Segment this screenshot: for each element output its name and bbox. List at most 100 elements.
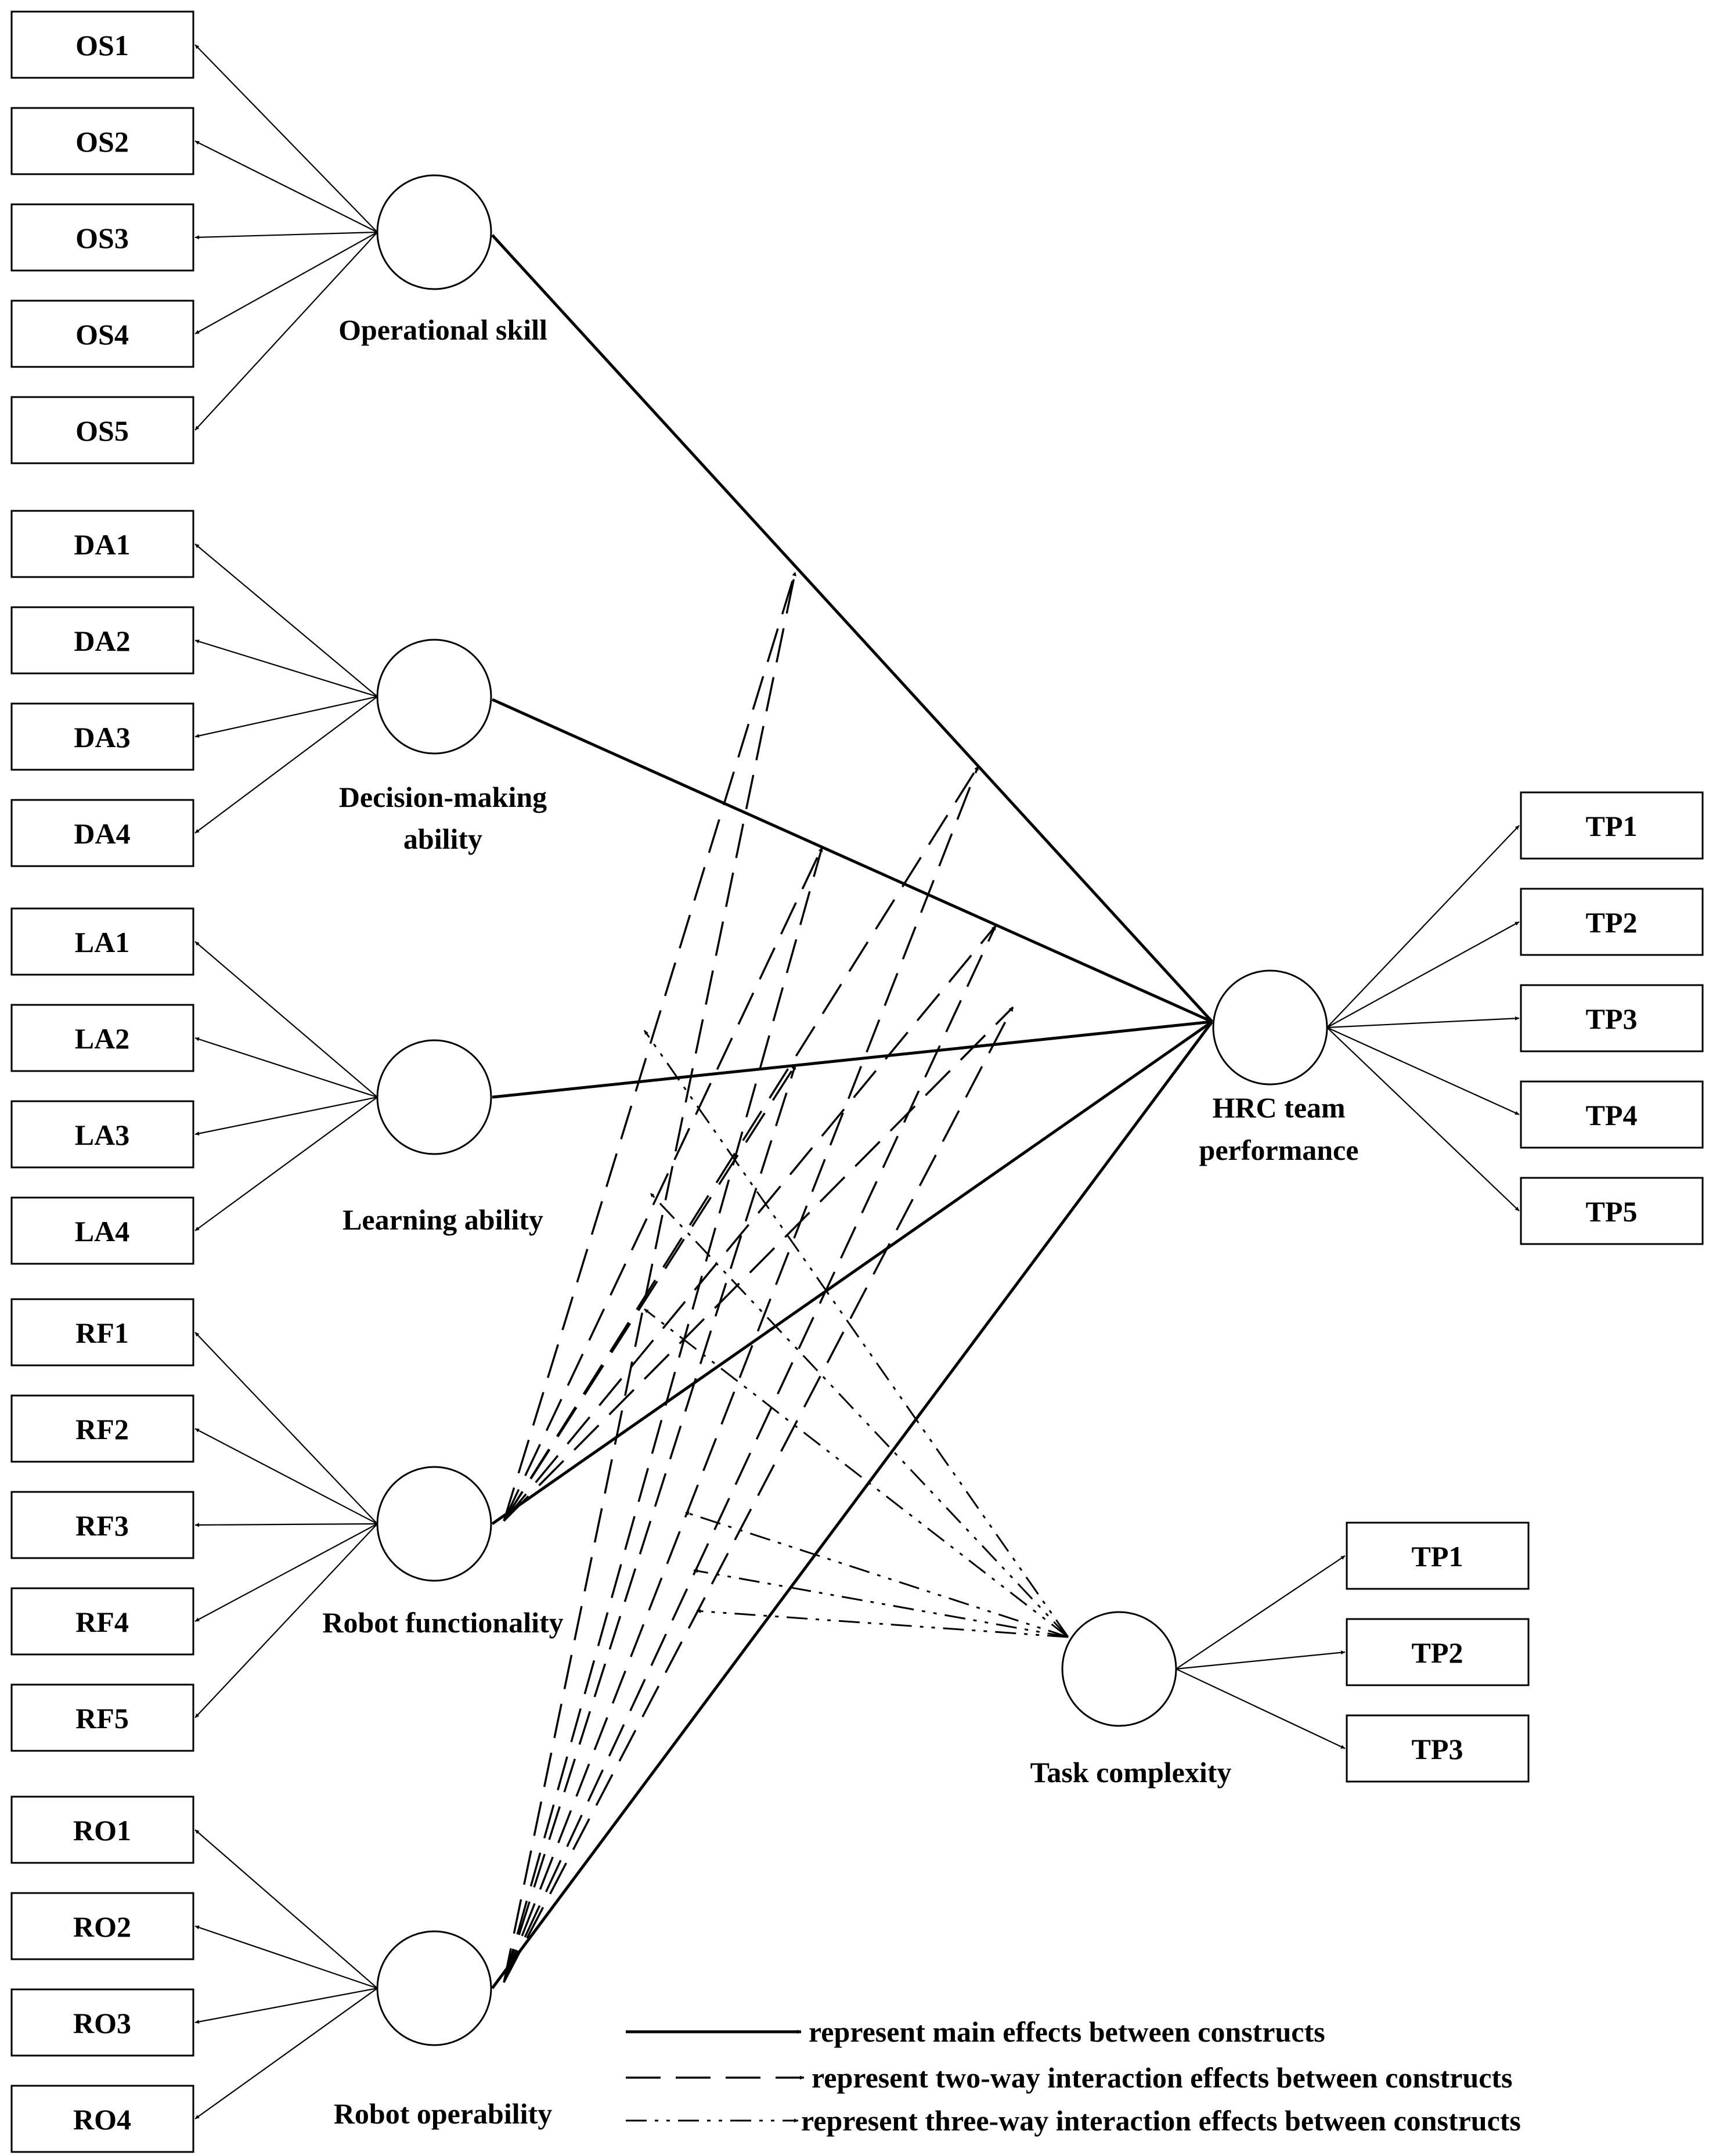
robot-functionality-indicators: RF1 RF2 RF3 RF4 RF5	[10, 1298, 194, 1752]
three-way-interaction-arrow	[644, 1308, 1069, 1638]
two-way-interaction-arrow	[503, 847, 823, 1983]
indicator-box: TP1	[1520, 791, 1704, 860]
decision-making-indicators: DA1 DA2 DA3 DA4	[10, 510, 194, 867]
construct-operational-skill: Operational skill	[338, 174, 547, 346]
indicator-box: RO4	[10, 2085, 194, 2153]
indicator-box: DA2	[10, 606, 194, 675]
construct-hrc-team-performance: HRC team performance	[1199, 969, 1358, 1166]
indicator-label: TP1	[1412, 1540, 1463, 1573]
two-way-interaction-arrow	[503, 925, 997, 1983]
legend-three-way-text: represent three-way interaction effects …	[801, 2104, 1521, 2137]
indicator-label: TP3	[1586, 1003, 1638, 1035]
loading-arrow	[194, 1925, 378, 1989]
indicator-label: TP4	[1586, 1099, 1638, 1131]
indicator-box: TP3	[1520, 984, 1704, 1052]
construct-label: HRC team	[1212, 1091, 1345, 1124]
loading-arrow	[194, 1523, 378, 1622]
construct-task-complexity: Task complexity	[1030, 1611, 1231, 1789]
loading-arrow	[194, 695, 378, 738]
indicator-box: TP2	[1520, 888, 1704, 956]
construct-node	[376, 174, 492, 290]
two-way-interaction-arrow	[503, 571, 796, 1522]
indicator-box: TP2	[1346, 1618, 1530, 1686]
indicator-box: OS4	[10, 300, 194, 368]
indicator-label: DA1	[74, 528, 130, 561]
indicator-label: OS4	[75, 318, 129, 351]
loading-arrow	[194, 941, 378, 1098]
indicator-label: OS5	[75, 414, 129, 447]
indicator-box: RO3	[10, 1988, 194, 2057]
two-way-interaction-arrow	[503, 1065, 796, 1983]
indicator-label: LA4	[75, 1215, 129, 1248]
indicator-label: RF1	[75, 1317, 129, 1349]
indicator-box: RF4	[10, 1587, 194, 1656]
legend-two-way-text: represent two-way interaction effects be…	[812, 2061, 1513, 2094]
indicator-box: RF2	[10, 1394, 194, 1463]
construct-node	[1061, 1611, 1177, 1727]
loading-arrow	[194, 44, 378, 233]
three-way-interaction-arrow	[684, 1511, 1069, 1638]
loading-arrow	[194, 639, 378, 698]
loading-arrow	[194, 231, 378, 240]
effect-lines	[491, 234, 1214, 1989]
indicator-box: OS5	[10, 396, 194, 464]
construct-label: ability	[403, 823, 482, 855]
loading-arrow	[1326, 825, 1520, 1028]
loading-arrow	[1326, 1027, 1520, 1212]
learning-ability-indicators: LA1 LA2 LA3 LA4	[10, 907, 194, 1265]
construct-robot-operability: Robot operability	[334, 1930, 552, 2130]
indicator-box: LA2	[10, 1004, 194, 1072]
loading-arrow	[194, 1523, 378, 1527]
main-effect-arrow	[491, 698, 1213, 1023]
indicator-box: DA1	[10, 510, 194, 578]
loading-arrow	[194, 696, 378, 834]
construct-node	[376, 1930, 492, 2046]
main-effect-arrow	[491, 234, 1213, 1023]
indicator-label: RO3	[73, 2007, 131, 2039]
construct-node	[376, 1466, 492, 1582]
two-way-interaction-arrow	[503, 1006, 1014, 1522]
indicator-label: TP2	[1586, 906, 1638, 939]
two-way-interaction-arrow	[503, 571, 797, 1983]
indicator-label: TP2	[1412, 1636, 1463, 1669]
team-performance-indicators: TP1 TP2 TP3 TP4 TP5	[1520, 791, 1704, 1245]
indicator-box: RF1	[10, 1298, 194, 1367]
construct-robot-functionality: Robot functionality	[322, 1466, 564, 1639]
loading-arrow	[1176, 1668, 1346, 1749]
indicator-box: TP5	[1520, 1177, 1704, 1245]
indicator-label: RF5	[75, 1702, 129, 1735]
indicator-label: RO2	[73, 1910, 131, 1943]
indicator-label: RF4	[75, 1606, 129, 1638]
indicator-label: RO4	[73, 2103, 131, 2136]
construct-label: Operational skill	[338, 313, 547, 346]
indicator-label: LA2	[75, 1022, 129, 1055]
main-effect-arrow	[491, 1020, 1213, 1526]
loading-arrow	[194, 1829, 378, 1989]
indicator-label: TP5	[1586, 1195, 1638, 1228]
indicator-box: TP4	[1520, 1080, 1704, 1149]
indicator-label: OS1	[75, 29, 129, 62]
indicator-label: RF2	[75, 1413, 129, 1445]
loading-arrow	[194, 232, 378, 334]
indicator-label: TP3	[1412, 1733, 1463, 1765]
indicator-box: LA3	[10, 1100, 194, 1169]
loading-arrow	[194, 1332, 378, 1524]
two-way-interaction-arrow	[503, 1065, 796, 1522]
construct-node	[376, 639, 492, 755]
indicator-label: RO1	[73, 1814, 131, 1847]
loading-arrow	[194, 1523, 378, 1718]
loading-arrow	[194, 1988, 378, 2119]
robot-operability-indicators: RO1 RO2 RO3 RO4	[10, 1796, 194, 2153]
indicator-arrows	[194, 44, 1520, 2119]
loading-arrow	[1176, 1555, 1346, 1670]
task-complexity-indicators: TP1 TP2 TP3	[1346, 1522, 1530, 1783]
construct-label: Robot functionality	[322, 1606, 563, 1639]
two-way-interaction-arrow	[503, 925, 997, 1522]
indicator-label: DA3	[74, 721, 130, 753]
legend: represent main effects between construct…	[626, 2016, 1521, 2137]
three-way-interaction-arrow	[643, 1030, 1069, 1638]
loading-arrow	[194, 1987, 378, 2024]
main-effect-arrow	[491, 1021, 1214, 1989]
two-way-interaction-arrow	[503, 847, 823, 1522]
